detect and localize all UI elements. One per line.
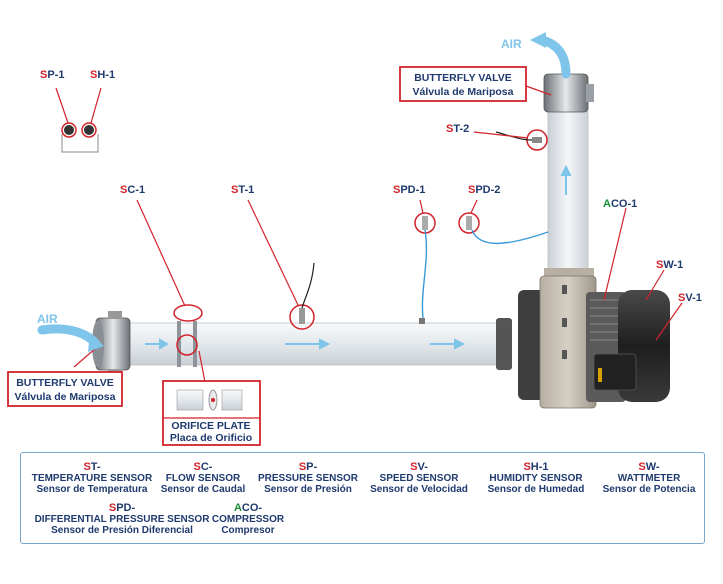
sp-sh-sensor-box bbox=[55, 87, 102, 153]
label-sw1: SW-1 bbox=[656, 259, 683, 271]
air-outlet-label: AIR bbox=[501, 37, 522, 51]
valve-top-es: Válvula de Mariposa bbox=[413, 86, 514, 98]
valve-top-en: BUTTERFLY VALVE bbox=[414, 72, 512, 84]
valve-left-callout-box bbox=[7, 371, 123, 407]
orifice-plate-detail bbox=[162, 380, 261, 446]
sensors bbox=[173, 212, 549, 356]
valve-left-en: BUTTERFLY VALVE bbox=[16, 377, 114, 389]
orifice-es: Placa de Orificio bbox=[170, 432, 252, 444]
orifice-en: ORIFICE PLATE bbox=[171, 420, 250, 432]
label-sc1: SC-1 bbox=[120, 184, 145, 196]
label-st2: ST-2 bbox=[446, 123, 469, 135]
legend-box bbox=[20, 452, 705, 544]
label-sp1: SP-1 bbox=[40, 69, 64, 81]
label-sh1: SH-1 bbox=[90, 69, 115, 81]
label-sv1: SV-1 bbox=[678, 292, 702, 304]
leader-lines bbox=[73, 85, 683, 419]
label-spd2: SPD-2 bbox=[468, 184, 500, 196]
label-spd1: SPD-1 bbox=[393, 184, 425, 196]
air-inlet-arrow bbox=[37, 324, 104, 352]
air-outlet-arrow bbox=[530, 32, 571, 79]
label-st1: ST-1 bbox=[231, 184, 254, 196]
valve-left-es: Válvula de Mariposa bbox=[15, 391, 116, 403]
vertical-duct bbox=[495, 73, 594, 282]
compressor-motor bbox=[518, 275, 670, 409]
horizontal-duct bbox=[92, 311, 512, 377]
valve-top-callout-box bbox=[399, 66, 527, 102]
air-inlet-label: AIR bbox=[37, 312, 58, 326]
label-aco1: ACO-1 bbox=[603, 198, 637, 210]
